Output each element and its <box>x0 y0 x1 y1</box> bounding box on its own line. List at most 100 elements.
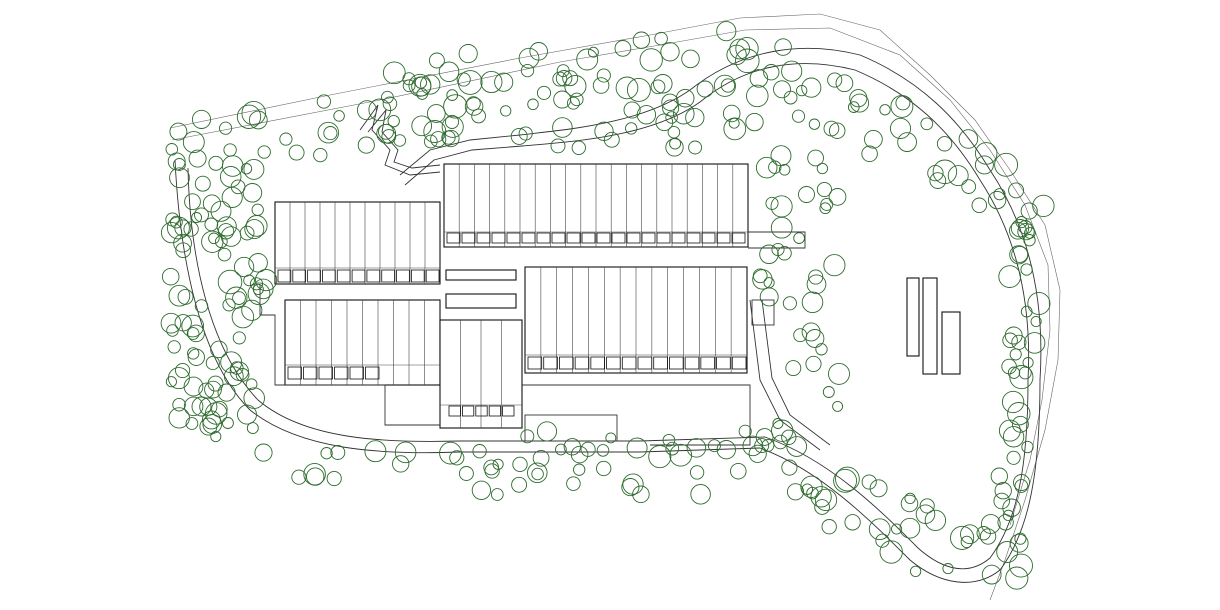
tree <box>814 488 838 512</box>
tree <box>808 118 821 130</box>
tree <box>746 84 769 108</box>
tree <box>752 268 768 284</box>
tree <box>217 383 236 402</box>
tree <box>458 44 478 64</box>
tree <box>673 102 695 125</box>
tree <box>772 418 784 429</box>
tree <box>187 347 200 360</box>
tree <box>770 195 793 218</box>
tree <box>603 131 620 148</box>
tree <box>191 109 212 129</box>
tree <box>320 447 333 460</box>
tree <box>423 134 438 149</box>
tree <box>242 183 263 203</box>
unit-entry <box>292 269 307 283</box>
tree <box>210 200 232 222</box>
unit-entry <box>521 232 536 244</box>
tree <box>241 100 266 126</box>
tree <box>208 155 224 171</box>
tree <box>248 253 268 273</box>
unit-entry <box>322 269 336 283</box>
tree <box>243 158 265 180</box>
tree <box>216 216 237 237</box>
building-subdivisions <box>275 164 748 428</box>
tree <box>615 76 639 100</box>
tree <box>252 283 264 295</box>
tree <box>974 155 994 175</box>
tree <box>688 140 703 155</box>
tree <box>426 104 446 123</box>
tree <box>689 465 705 480</box>
tree <box>221 417 234 429</box>
tree <box>1014 532 1027 545</box>
tree <box>449 450 465 466</box>
tree <box>998 265 1022 288</box>
tree <box>235 368 250 382</box>
unit-entry <box>287 366 302 380</box>
tree <box>170 215 183 229</box>
tree <box>402 79 416 93</box>
tree <box>920 117 934 131</box>
tree <box>490 488 504 501</box>
tree <box>201 230 224 253</box>
tree <box>208 232 220 245</box>
tree <box>466 96 481 111</box>
tree <box>745 112 764 132</box>
unit-entry <box>475 405 488 417</box>
tree <box>626 77 651 102</box>
tree <box>291 469 307 485</box>
tree <box>458 466 474 481</box>
tree <box>1011 415 1029 433</box>
tree <box>899 517 921 539</box>
tree <box>773 80 791 99</box>
tree <box>1013 474 1030 491</box>
tree <box>752 269 773 290</box>
tree <box>844 514 861 531</box>
tree <box>441 115 464 138</box>
tree <box>1032 194 1055 218</box>
tree <box>317 121 340 144</box>
tree <box>382 96 398 111</box>
tree <box>161 267 180 286</box>
tree <box>217 269 243 295</box>
tree <box>816 181 832 198</box>
tree <box>822 386 835 398</box>
tree <box>1005 566 1029 590</box>
tree <box>174 219 192 237</box>
tree <box>1009 553 1033 578</box>
tree <box>231 305 255 329</box>
tree <box>1020 305 1033 318</box>
tree <box>1001 358 1017 375</box>
tree <box>665 138 684 157</box>
tree <box>819 202 832 215</box>
tree <box>511 476 528 493</box>
tree <box>1009 221 1027 240</box>
tree <box>430 131 447 148</box>
tree <box>783 90 798 105</box>
tree <box>765 196 779 210</box>
tree <box>165 376 177 388</box>
tree <box>444 114 460 129</box>
tree <box>464 97 484 116</box>
tree <box>1006 450 1021 465</box>
tree <box>187 324 205 343</box>
tree <box>446 89 459 101</box>
tree <box>167 340 181 354</box>
tree <box>847 101 860 113</box>
tree <box>194 175 211 192</box>
unit-entry <box>626 232 641 244</box>
tree <box>1001 390 1025 414</box>
tree <box>786 436 808 457</box>
tree <box>1027 291 1051 316</box>
tree <box>204 380 222 399</box>
tree <box>191 212 203 223</box>
tree <box>770 145 792 167</box>
tree <box>512 456 528 473</box>
unit-entry <box>366 269 381 283</box>
tree <box>771 419 794 442</box>
unit-entry <box>425 269 440 283</box>
tree <box>494 72 514 92</box>
tree <box>861 474 877 490</box>
tree <box>220 226 242 247</box>
tree <box>786 483 805 501</box>
